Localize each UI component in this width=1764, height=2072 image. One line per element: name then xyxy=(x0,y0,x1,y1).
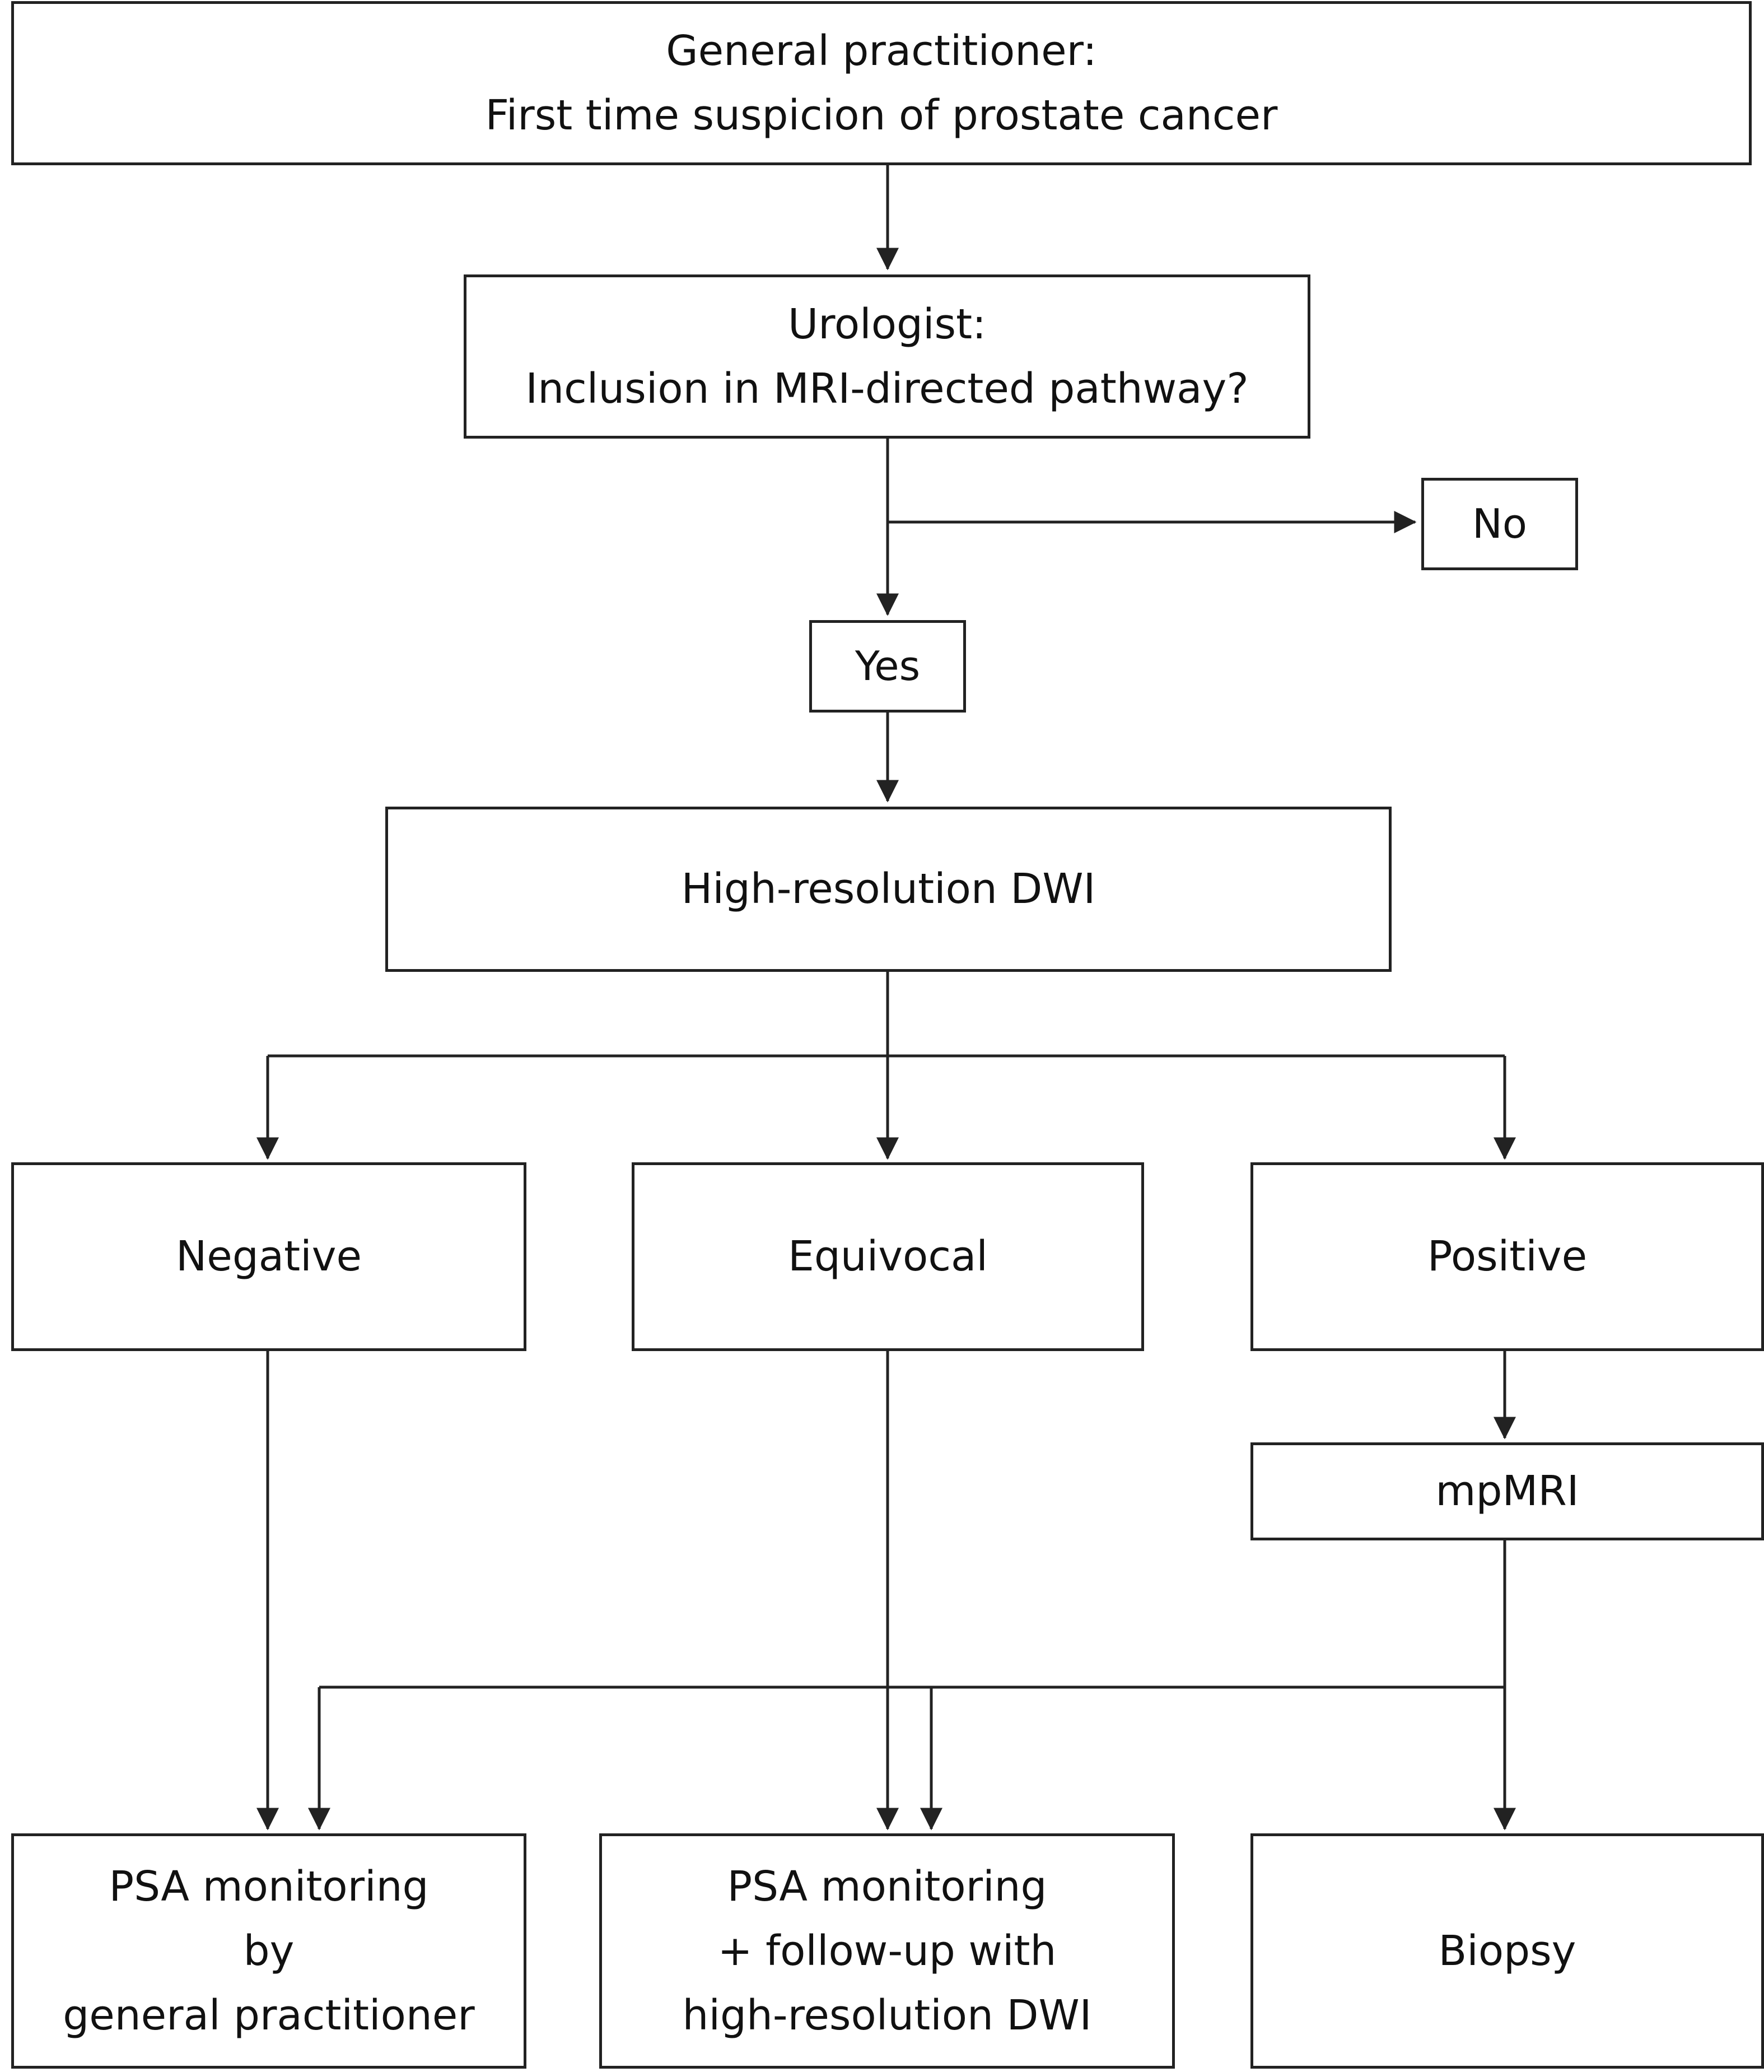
no-label-line: No xyxy=(1472,500,1527,547)
psa-dwi-label-line: + follow-up with xyxy=(717,1926,1057,1975)
urologist-decision-node: Urologist: Inclusion in MRI-directed path… xyxy=(464,274,1310,439)
dwi-label-line: High-resolution DWI xyxy=(681,865,1096,913)
equivocal-node: Equivocal xyxy=(632,1162,1144,1351)
psa-dwi-label-line: high-resolution DWI xyxy=(682,1991,1092,2040)
gp-suspicion-node: General practitioner: First time suspicio… xyxy=(11,1,1752,165)
urologist-label-line: Urologist: xyxy=(787,300,987,348)
positive-node: Positive xyxy=(1250,1162,1764,1351)
gp-label-line: General practitioner: xyxy=(666,26,1097,75)
biopsy-label-line: Biopsy xyxy=(1438,1926,1576,1975)
psa-gp-label-line: general practitioner xyxy=(63,1991,475,2040)
yes-label-line: Yes xyxy=(855,642,921,690)
mpmri-label-line: mpMRI xyxy=(1435,1467,1579,1515)
negative-label-line: Negative xyxy=(175,1232,362,1281)
psa-monitoring-gp-node: PSA monitoring by general practitioner xyxy=(11,1833,526,2069)
yes-node: Yes xyxy=(809,620,966,713)
psa-monitoring-dwi-followup-node: PSA monitoring + follow-up with high-resol… xyxy=(599,1833,1175,2069)
positive-label-line: Positive xyxy=(1427,1232,1588,1281)
psa-gp-label-line: by xyxy=(243,1926,295,1975)
gp-label-line: First time suspicion of prostate cancer xyxy=(485,91,1278,139)
equivocal-label-line: Equivocal xyxy=(788,1232,988,1281)
negative-node: Negative xyxy=(11,1162,526,1351)
high-resolution-dwi-node: High-resolution DWI xyxy=(385,807,1392,972)
mpmri-node: mpMRI xyxy=(1250,1442,1764,1540)
psa-gp-label-line: PSA monitoring xyxy=(109,1862,429,1911)
no-node: No xyxy=(1421,478,1578,570)
urologist-label-line: Inclusion in MRI-directed pathway? xyxy=(525,364,1249,413)
psa-dwi-label-line: PSA monitoring xyxy=(727,1862,1047,1911)
biopsy-node: Biopsy xyxy=(1250,1833,1764,2069)
